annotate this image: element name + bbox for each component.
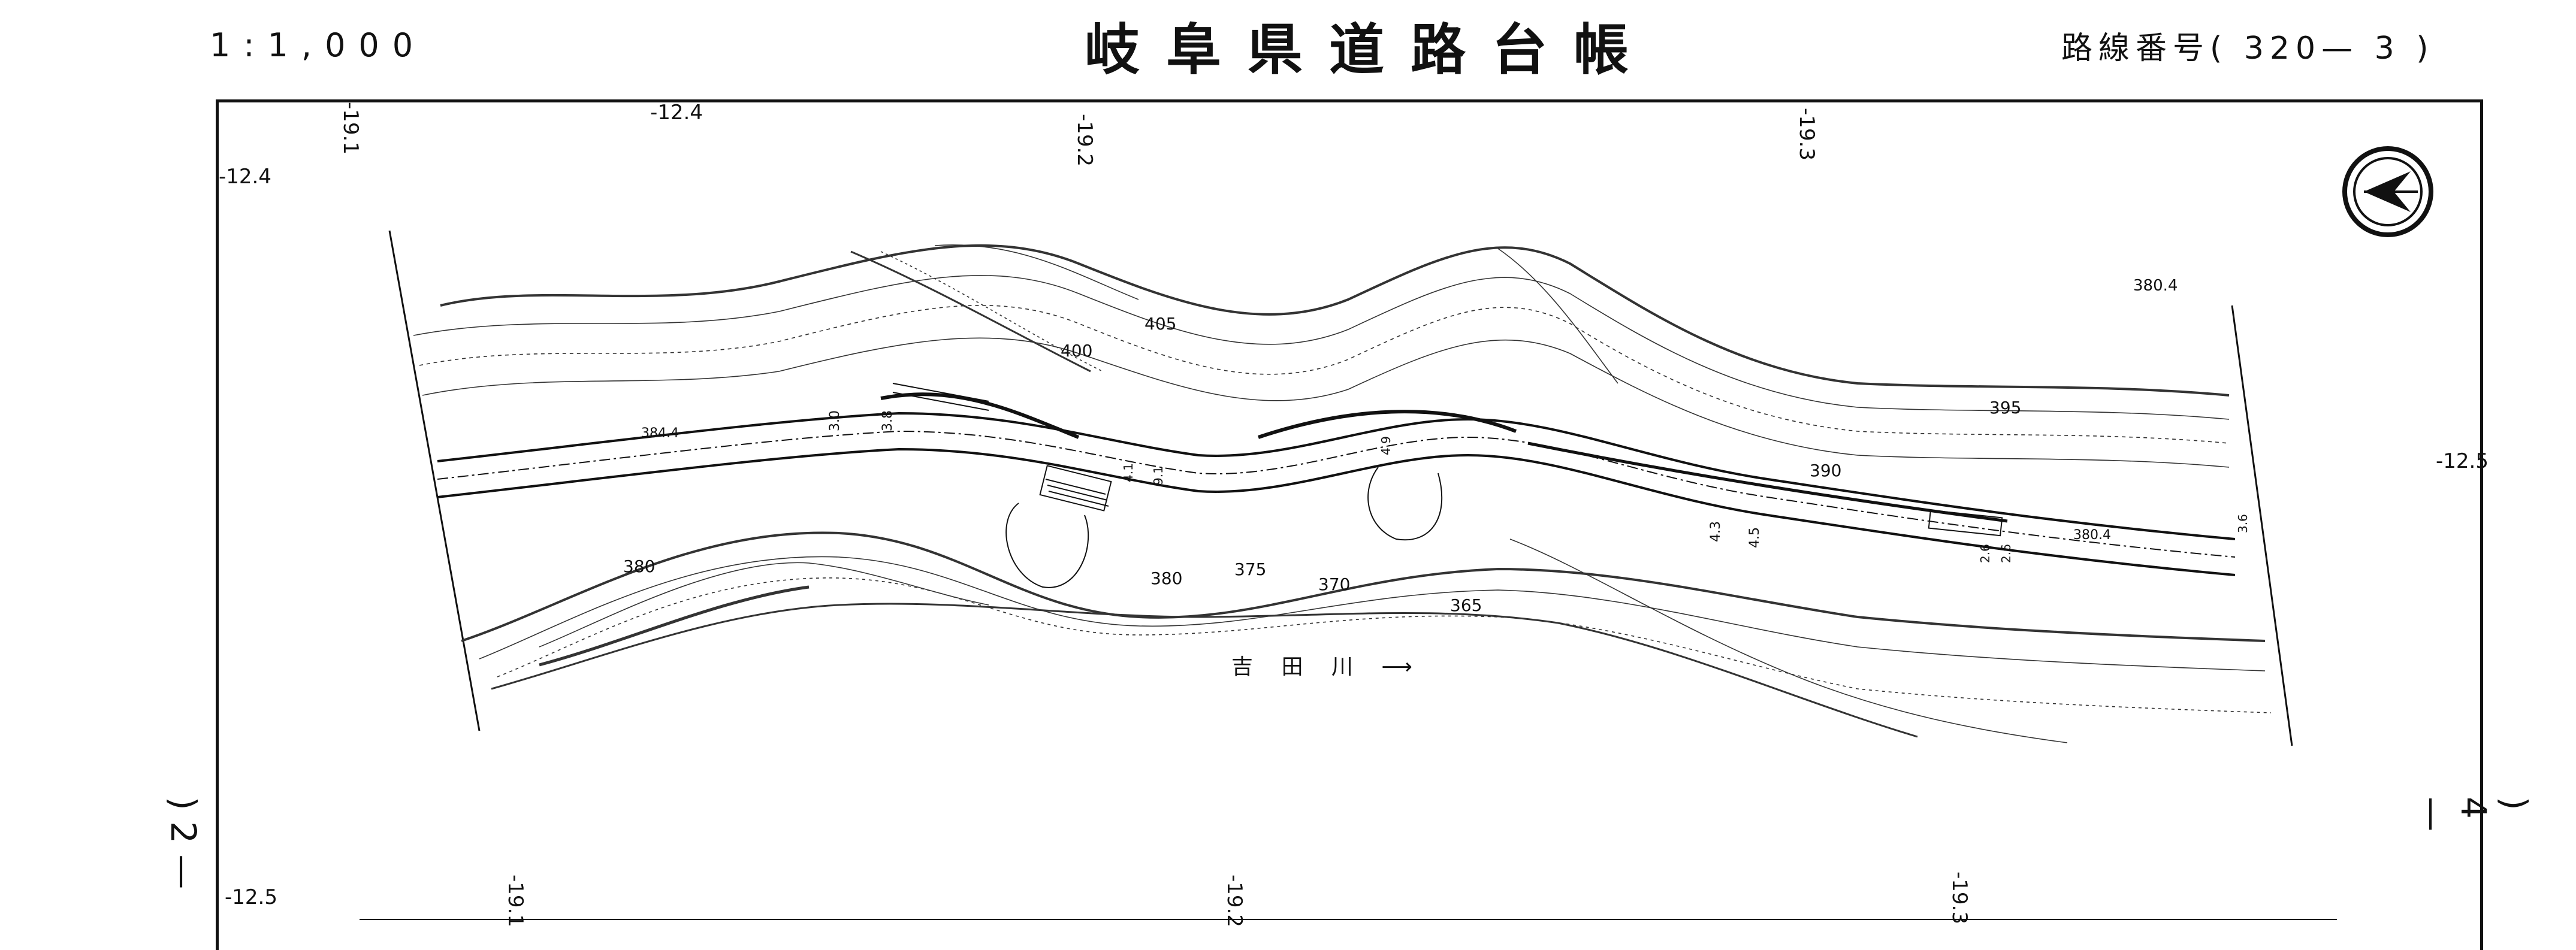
- road-width-label: 2.6: [1978, 544, 1992, 563]
- route-number: 路線番号( 320— 3 ): [2061, 30, 2435, 66]
- contour-label: 380: [1150, 568, 1182, 588]
- road-width-label: 4.1: [1121, 463, 1136, 482]
- scale-label: 1:1,000: [210, 26, 427, 64]
- road-width-label: 3.8: [880, 410, 895, 431]
- grid-label-left-upper: -12.4: [219, 165, 271, 189]
- survey-boundary: [360, 230, 2337, 920]
- contour-label: 400: [1061, 341, 1092, 361]
- river-label: 吉 田 川 ⟶: [1231, 655, 1423, 679]
- map-frame: [216, 99, 2483, 950]
- elevation-label: 384.4: [641, 426, 679, 441]
- road-width-label: 3.0: [828, 410, 842, 431]
- contour-label: 390: [1810, 461, 1841, 480]
- contour-label: 365: [1450, 595, 1482, 615]
- road-structures: [892, 383, 2003, 588]
- road-width-label: 9.1: [1151, 466, 1165, 485]
- contour-label: 370: [1318, 574, 1350, 594]
- road-width-label: 2.6: [1999, 544, 2013, 563]
- road-width-label: 4.9: [1379, 436, 1393, 455]
- lower-contours: [461, 531, 2272, 743]
- grid-label-bottom-left: -12.5: [225, 885, 277, 909]
- grid-label-top-1: -12.4: [650, 101, 703, 125]
- contour-label: 405: [1144, 314, 1176, 334]
- map-labels: 405 400 395 390 380 375 370 365 380 380.…: [623, 277, 2250, 679]
- road-width-label: 4.5: [1747, 527, 1762, 548]
- elevation-label: 380.4: [2133, 277, 2178, 295]
- contour-label: 395: [1989, 398, 2021, 417]
- elevation-label: 380.4: [2073, 528, 2111, 543]
- north-arrow-icon: [2342, 146, 2433, 237]
- sheet-title: 岐阜県道路台帳: [1085, 17, 1656, 82]
- road-width-label: 4.3: [1708, 521, 1723, 542]
- contour-label: 375: [1234, 559, 1266, 579]
- road-width-label: 3.6: [2236, 514, 2250, 533]
- grid-label-right-mid: -12.5: [2436, 449, 2489, 473]
- upper-contours: [413, 244, 2230, 468]
- contour-label: 380: [623, 556, 655, 576]
